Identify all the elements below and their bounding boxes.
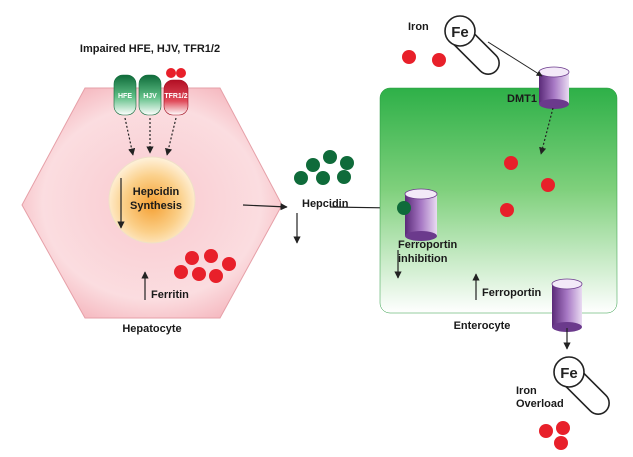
ferroportin-channel: [551, 278, 583, 332]
receptor-hfe: HFE: [113, 74, 137, 116]
nucleus: [108, 156, 196, 244]
receptor-hfe-label: HFE: [118, 93, 132, 100]
hepcidin-label: Hepcidin: [302, 198, 349, 210]
bound-hepcidin: [397, 201, 411, 215]
hepatocyte-to-hepcidin-arrow: [242, 203, 288, 211]
dmt1-channel: [538, 66, 570, 109]
hepatocyte-label: Hepatocyte: [122, 323, 182, 335]
receptor-hjv: HJV: [138, 74, 162, 116]
enterocyte-cell: [379, 87, 618, 314]
ferritin-iron-dots: [174, 249, 236, 283]
iron-to-dmt1-arrow: [487, 41, 543, 77]
iron-pill-icon: Fe: [444, 15, 500, 75]
ferroportin-channel-inhibited: [404, 188, 438, 241]
fe-label: Fe: [451, 24, 469, 41]
iron-overload-label: Iron Overload: [516, 385, 564, 410]
overload-iron-dots: [539, 421, 570, 450]
dmt1-label: DMT1: [507, 93, 537, 105]
ferroportin-inhibition-label: Ferroportin inhibition: [398, 239, 458, 265]
iron-label: Iron: [408, 21, 429, 33]
receptor-tfr: TFR1/2: [163, 68, 189, 116]
receptor-hjv-label: HJV: [143, 93, 157, 100]
hepcidin-synthesis-label: Hepcidin Synthesis: [130, 186, 182, 212]
ferroportin-label: Ferroportin: [482, 287, 542, 299]
ferritin-label: Ferritin: [151, 289, 189, 301]
enterocyte-iron-dots: [500, 156, 555, 217]
iron-overload-pill-icon: Fe: [553, 356, 610, 415]
receptors-title: Impaired HFE, HJV, TFR1/2: [79, 43, 221, 55]
receptor-tfr-label: TFR1/2: [164, 93, 187, 100]
hepcidin-molecules: [294, 150, 354, 185]
iron-dot: [402, 50, 416, 64]
enterocyte-label: Enterocyte: [453, 320, 511, 332]
iron-dot: [432, 53, 446, 67]
fe-label: Fe: [560, 365, 578, 382]
